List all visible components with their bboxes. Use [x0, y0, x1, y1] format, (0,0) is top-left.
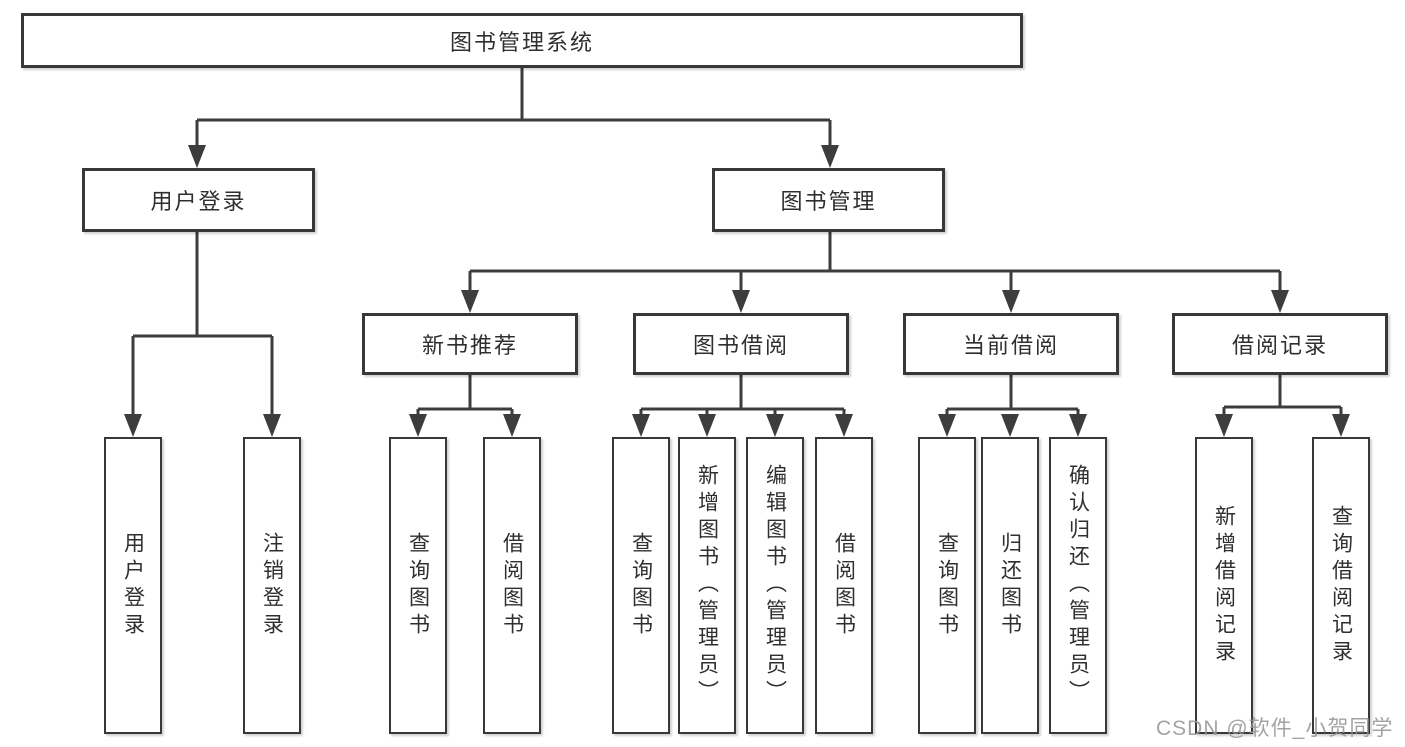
connector-borrowrecord-to-leaves: [1215, 375, 1350, 437]
connector-arrow: [188, 145, 206, 168]
node-label: 当前借阅: [962, 333, 1059, 358]
connector-arrow: [835, 414, 853, 437]
leaf-label: 查询图书: [406, 531, 430, 640]
leaf-query-book-current: 查询图书: [918, 437, 976, 734]
connector-arrow: [766, 414, 784, 437]
connector-arrow: [1332, 414, 1350, 437]
connector-arrow: [732, 290, 750, 313]
leaf-label: 确认归还（管理员）: [1066, 464, 1090, 707]
leaf-label: 查询图书: [629, 531, 653, 640]
connector: [416, 375, 514, 416]
connector-userlogin-to-leaves: [124, 232, 281, 437]
node-borrowing-records: 借阅记录: [1172, 313, 1388, 375]
connector: [1222, 375, 1343, 416]
connector: [945, 375, 1080, 416]
leaf-edit-book-admin: 编辑图书（管理员）: [746, 437, 804, 734]
node-label: 借阅记录: [1231, 333, 1328, 358]
node-label: 图书管理: [780, 189, 877, 214]
leaf-confirm-return-admin: 确认归还（管理员）: [1049, 437, 1107, 734]
leaf-label: 借阅图书: [500, 531, 524, 640]
leaf-query-borrow-record: 查询借阅记录: [1312, 437, 1370, 734]
connector-arrow: [1215, 414, 1233, 437]
node-root-library-system: 图书管理系统: [21, 13, 1023, 68]
leaf-label: 注销登录: [260, 531, 284, 640]
leaf-label: 新增借阅记录: [1212, 504, 1236, 667]
leaf-user-login: 用户登录: [104, 437, 162, 734]
node-user-login: 用户登录: [82, 168, 315, 232]
connector-arrow: [1271, 290, 1289, 313]
leaf-label: 用户登录: [121, 531, 145, 640]
connector: [131, 232, 274, 416]
node-book-management: 图书管理: [712, 168, 945, 232]
leaf-label: 编辑图书（管理员）: [763, 464, 787, 707]
connector-arrow: [632, 414, 650, 437]
leaf-borrow-book: 借阅图书: [815, 437, 873, 734]
connector-arrow: [461, 290, 479, 313]
node-book-borrowing: 图书借阅: [633, 313, 849, 375]
leaf-label: 查询借阅记录: [1329, 504, 1353, 667]
connector-bookmgmt-to-level3: [461, 232, 1289, 313]
node-label: 图书借阅: [692, 333, 789, 358]
leaf-return-book: 归还图书: [981, 437, 1039, 734]
connector-arrow: [938, 414, 956, 437]
connector-arrow: [124, 414, 142, 437]
connector-newbook-to-leaves: [409, 375, 521, 437]
leaf-logout: 注销登录: [243, 437, 301, 734]
leaf-borrow-book-recommend: 借阅图书: [483, 437, 541, 734]
leaf-query-book-borrowing: 查询图书: [612, 437, 670, 734]
connector-arrow: [503, 414, 521, 437]
connector-bookborrow-to-leaves: [632, 375, 853, 437]
connector-root-to-level2: [188, 68, 839, 168]
csdn-watermark: CSDN @软件_小贺同学: [1156, 717, 1394, 740]
node-new-book-recommend: 新书推荐: [362, 313, 578, 375]
node-label: 用户登录: [150, 189, 247, 214]
leaf-add-borrow-record: 新增借阅记录: [1195, 437, 1253, 734]
leaf-add-book-admin: 新增图书（管理员）: [678, 437, 736, 734]
connector: [195, 68, 832, 148]
connector-arrow: [1002, 290, 1020, 313]
connector-arrow: [1001, 414, 1019, 437]
leaf-label: 借阅图书: [832, 531, 856, 640]
leaf-query-book-recommend: 查询图书: [389, 437, 447, 734]
leaf-label: 归还图书: [998, 531, 1022, 640]
connector-arrow: [263, 414, 281, 437]
connector: [468, 232, 1282, 292]
connector-arrow: [1069, 414, 1087, 437]
connector-arrow: [698, 414, 716, 437]
connector: [639, 375, 846, 416]
connector-currentborrow-to-leaves: [938, 375, 1087, 437]
node-label: 新书推荐: [421, 333, 518, 358]
node-current-borrowing: 当前借阅: [903, 313, 1119, 375]
connector-arrow: [821, 145, 839, 168]
leaf-label: 新增图书（管理员）: [695, 464, 719, 707]
node-label: 图书管理系统: [449, 29, 594, 55]
connector-arrow: [409, 414, 427, 437]
leaf-label: 查询图书: [935, 531, 959, 640]
